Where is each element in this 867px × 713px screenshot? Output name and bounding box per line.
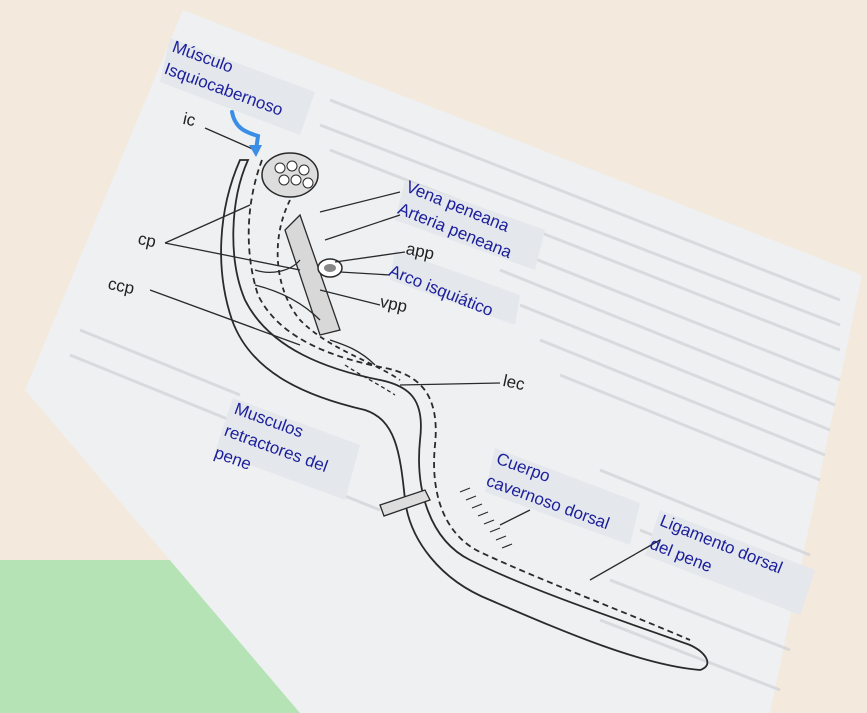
paper-sheet — [25, 10, 862, 713]
label-ccp: ccp — [106, 275, 135, 297]
label-lec: lec — [501, 372, 526, 393]
label-cp: cp — [136, 230, 157, 250]
